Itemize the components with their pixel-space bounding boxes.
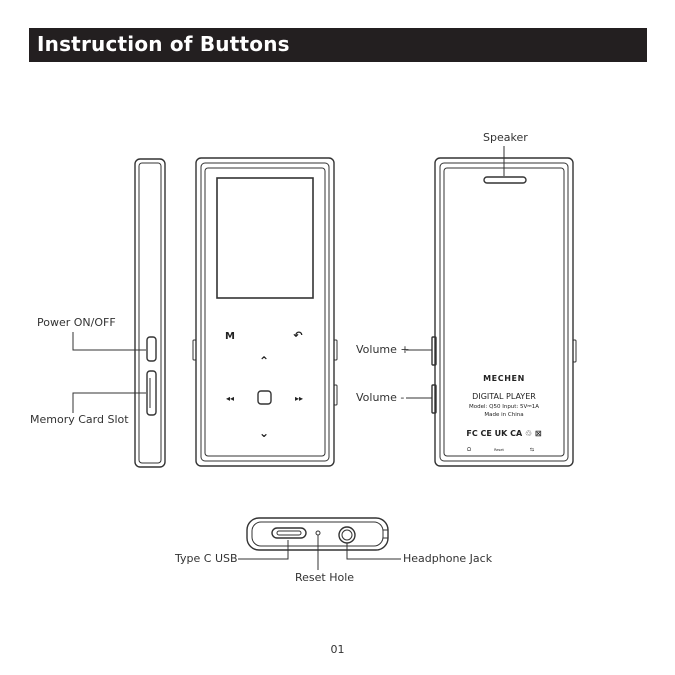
back-cert-marks: FC CE UK CA ♲ ⊠ [466,429,542,438]
volume-down-label: Volume - [356,391,404,404]
back-reset-label: Reset [494,448,504,452]
center-button [258,391,271,404]
headphone-jack [339,527,355,543]
memory-card-label: Memory Card Slot [30,413,129,426]
page-number: 01 [0,643,675,656]
reset-label: Reset Hole [295,571,354,584]
volume-up-label: Volume + [356,343,410,356]
down-button-icon: ⌄ [259,426,269,440]
speaker-grille [484,177,526,183]
volume-up-button [432,337,436,365]
prev-button-icon: ◂◂ [226,394,234,403]
up-button-icon: ⌃ [259,354,269,368]
m-button-icon: M [225,331,235,342]
memory-card-slot [147,371,156,415]
device-front-view [193,158,337,466]
device-back-view [432,158,576,466]
back-usb-icon: ⇆ [530,447,534,453]
back-headphone-icon: Ω [467,447,471,453]
back-button-icon: ↶ [293,329,302,342]
back-brand-logo: MECHEN [483,374,525,383]
type-c-label: Type C USB [175,552,238,565]
speaker-label: Speaker [483,131,528,144]
front-screen [217,178,313,298]
headphone-label: Headphone Jack [403,552,492,565]
power-label: Power ON/OFF [37,316,116,329]
device-side-view [135,159,165,467]
reset-hole [316,531,320,535]
back-product-name: DIGITAL PLAYER [472,392,536,401]
volume-down-button [432,385,436,413]
back-origin: Made in China [484,412,523,418]
next-button-icon: ▸▸ [295,394,303,403]
back-model-line: Model: Q50 Input: 5V⎓1A [469,404,539,410]
power-button [147,337,156,361]
